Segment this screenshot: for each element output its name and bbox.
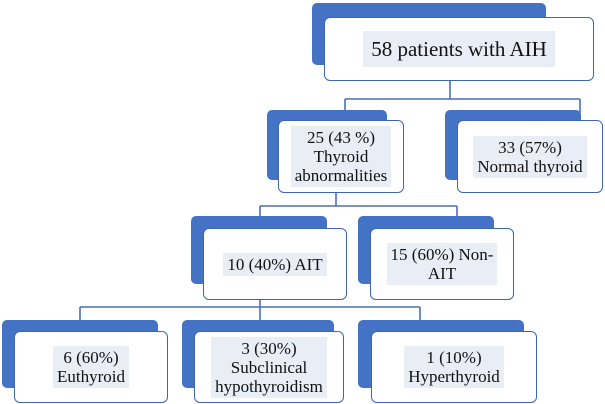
node-euthyroid-label: 6 (60%) Euthyroid: [53, 346, 129, 388]
node-hyperthyroid-label: 1 (10%) Hyperthyroid: [404, 346, 504, 388]
node-normal-thyroid: 33 (57%) Normal thyroid: [445, 110, 605, 193]
node-non-ait-label: 15 (60%) Non- AIT: [386, 243, 498, 285]
node-euthyroid: 6 (60%) Euthyroid: [2, 320, 170, 404]
node-thyroid-abnormalities-label: 25 (43 %) Thyroid abnormalities: [290, 126, 392, 187]
node-ait: 10 (40%) AIT: [191, 216, 347, 300]
node-normal-thyroid-label: 33 (57%) Normal thyroid: [473, 135, 587, 178]
node-subclinical-hypothyroidism: 3 (30%) Subclinical hypothyroidism: [182, 320, 346, 404]
node-subclinical-hypothyroidism-label: 3 (30%) Subclinical hypothyroidism: [211, 336, 327, 398]
node-root-label: 58 patients with AIH: [363, 31, 555, 67]
node-thyroid-abnormalities: 25 (43 %) Thyroid abnormalities: [267, 110, 404, 193]
node-root: 58 patients with AIH: [312, 3, 605, 81]
node-ait-label: 10 (40%) AIT: [223, 252, 327, 276]
node-hyperthyroid: 1 (10%) Hyperthyroid: [358, 320, 540, 404]
node-non-ait: 15 (60%) Non- AIT: [358, 216, 514, 300]
